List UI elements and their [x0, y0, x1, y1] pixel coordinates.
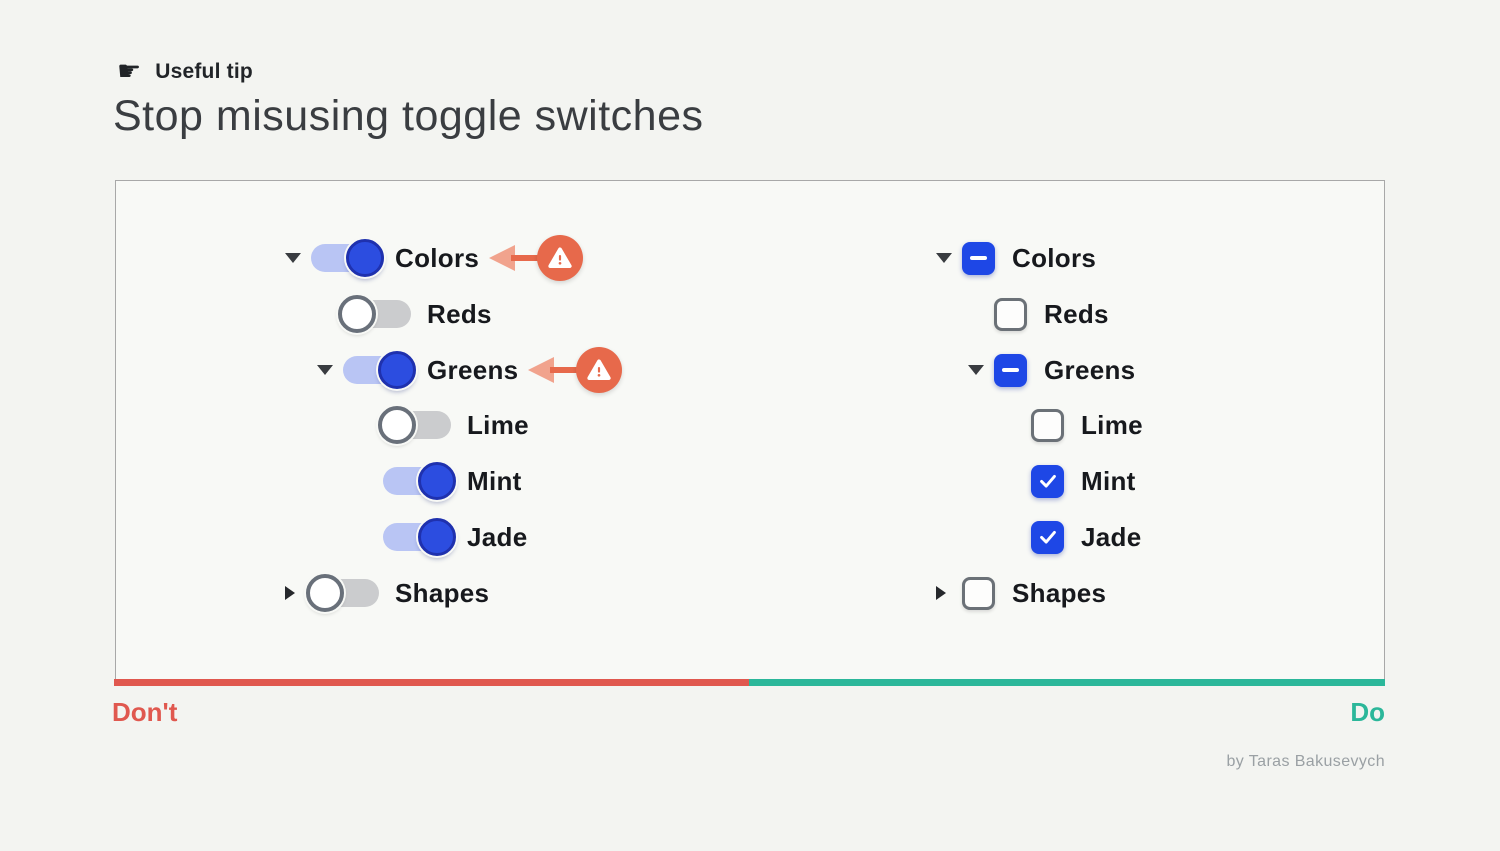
caret-down-icon[interactable] [968, 365, 984, 375]
warning-annotation [528, 347, 623, 393]
toggle-switch-colors[interactable] [311, 239, 384, 277]
checkbox-mint[interactable] [1031, 464, 1064, 498]
do-row-shapes: Shapes [936, 571, 1106, 615]
caret-down-icon[interactable] [936, 253, 952, 263]
dont-underline [114, 679, 750, 686]
pointing-hand-icon: ☛ [117, 56, 142, 87]
row-label-jade: Jade [1081, 521, 1142, 552]
arrow-left-icon [489, 245, 516, 271]
toggle-switch-greens[interactable] [343, 351, 416, 389]
row-label-mint: Mint [467, 465, 522, 496]
caret-slot [317, 365, 343, 375]
row-label-mint: Mint [1081, 465, 1136, 496]
toggle-knob [378, 406, 416, 444]
row-label-shapes: Shapes [395, 577, 490, 608]
row-label-greens: Greens [1044, 354, 1136, 385]
row-label-colors: Colors [1012, 242, 1097, 273]
dont-row-colors: Colors [285, 235, 584, 281]
do-row-jade: Jade [1005, 515, 1141, 559]
checkbox-greens[interactable] [994, 353, 1027, 387]
row-label-greens: Greens [427, 354, 519, 385]
toggle-switch-reds[interactable] [338, 295, 411, 333]
caret-slot [936, 586, 962, 600]
caret-down-icon[interactable] [285, 253, 301, 263]
checkmark-icon [1039, 474, 1056, 488]
checkbox-shapes[interactable] [962, 576, 995, 610]
do-row-lime: Lime [1005, 403, 1143, 447]
caret-slot [285, 586, 311, 600]
caret-right-icon[interactable] [936, 586, 946, 600]
toggle-knob [418, 462, 456, 500]
indeterminate-minus-icon [970, 256, 987, 260]
toggle-knob [378, 351, 416, 389]
warning-badge-icon [576, 347, 623, 393]
dont-row-lime: Lime [357, 403, 529, 447]
toggle-switch-shapes[interactable] [306, 574, 379, 612]
do-row-greens: Greens [968, 348, 1135, 392]
dont-label: Don't [112, 697, 178, 727]
row-label-colors: Colors [395, 242, 480, 273]
warning-annotation [489, 235, 584, 281]
do-row-reds: Reds [968, 292, 1109, 336]
do-underline [749, 679, 1385, 686]
caret-slot [936, 253, 962, 263]
eyebrow-label: Useful tip [155, 59, 253, 83]
toggle-switch-mint[interactable] [383, 462, 456, 500]
checkbox-reds[interactable] [994, 297, 1027, 331]
page-title: Stop misusing toggle switches [113, 92, 704, 140]
toggle-knob [306, 574, 344, 612]
toggle-switch-jade[interactable] [383, 518, 456, 556]
caret-right-icon[interactable] [285, 586, 295, 600]
arrow-left-icon [528, 357, 555, 383]
header: ☛ Useful tip [117, 58, 253, 85]
warning-badge-icon [537, 235, 584, 281]
dont-row-mint: Mint [357, 459, 522, 503]
checkbox-jade[interactable] [1031, 520, 1064, 554]
caret-slot [285, 253, 311, 263]
arrow-stem [550, 367, 579, 373]
dont-row-jade: Jade [357, 515, 527, 559]
checkbox-lime[interactable] [1031, 408, 1064, 442]
attribution: by Taras Bakusevych [1226, 753, 1385, 770]
dont-row-shapes: Shapes [285, 571, 489, 615]
caret-down-icon[interactable] [317, 365, 333, 375]
row-label-lime: Lime [467, 409, 529, 440]
dont-row-greens: Greens [317, 347, 623, 393]
do-label: Do [1350, 697, 1385, 727]
toggle-knob [346, 239, 384, 277]
toggle-knob [418, 518, 456, 556]
row-label-reds: Reds [427, 298, 492, 329]
do-row-mint: Mint [1005, 459, 1136, 503]
arrow-stem [511, 255, 540, 261]
checkbox-colors[interactable] [962, 241, 995, 275]
checkmark-icon [1039, 530, 1056, 544]
toggle-knob [338, 295, 376, 333]
indeterminate-minus-icon [1002, 368, 1019, 372]
row-label-jade: Jade [467, 521, 528, 552]
toggle-switch-lime[interactable] [378, 406, 451, 444]
row-label-lime: Lime [1081, 409, 1143, 440]
row-label-shapes: Shapes [1012, 577, 1107, 608]
dont-row-reds: Reds [317, 292, 492, 336]
row-label-reds: Reds [1044, 298, 1109, 329]
caret-slot [968, 365, 994, 375]
do-row-colors: Colors [936, 236, 1096, 280]
